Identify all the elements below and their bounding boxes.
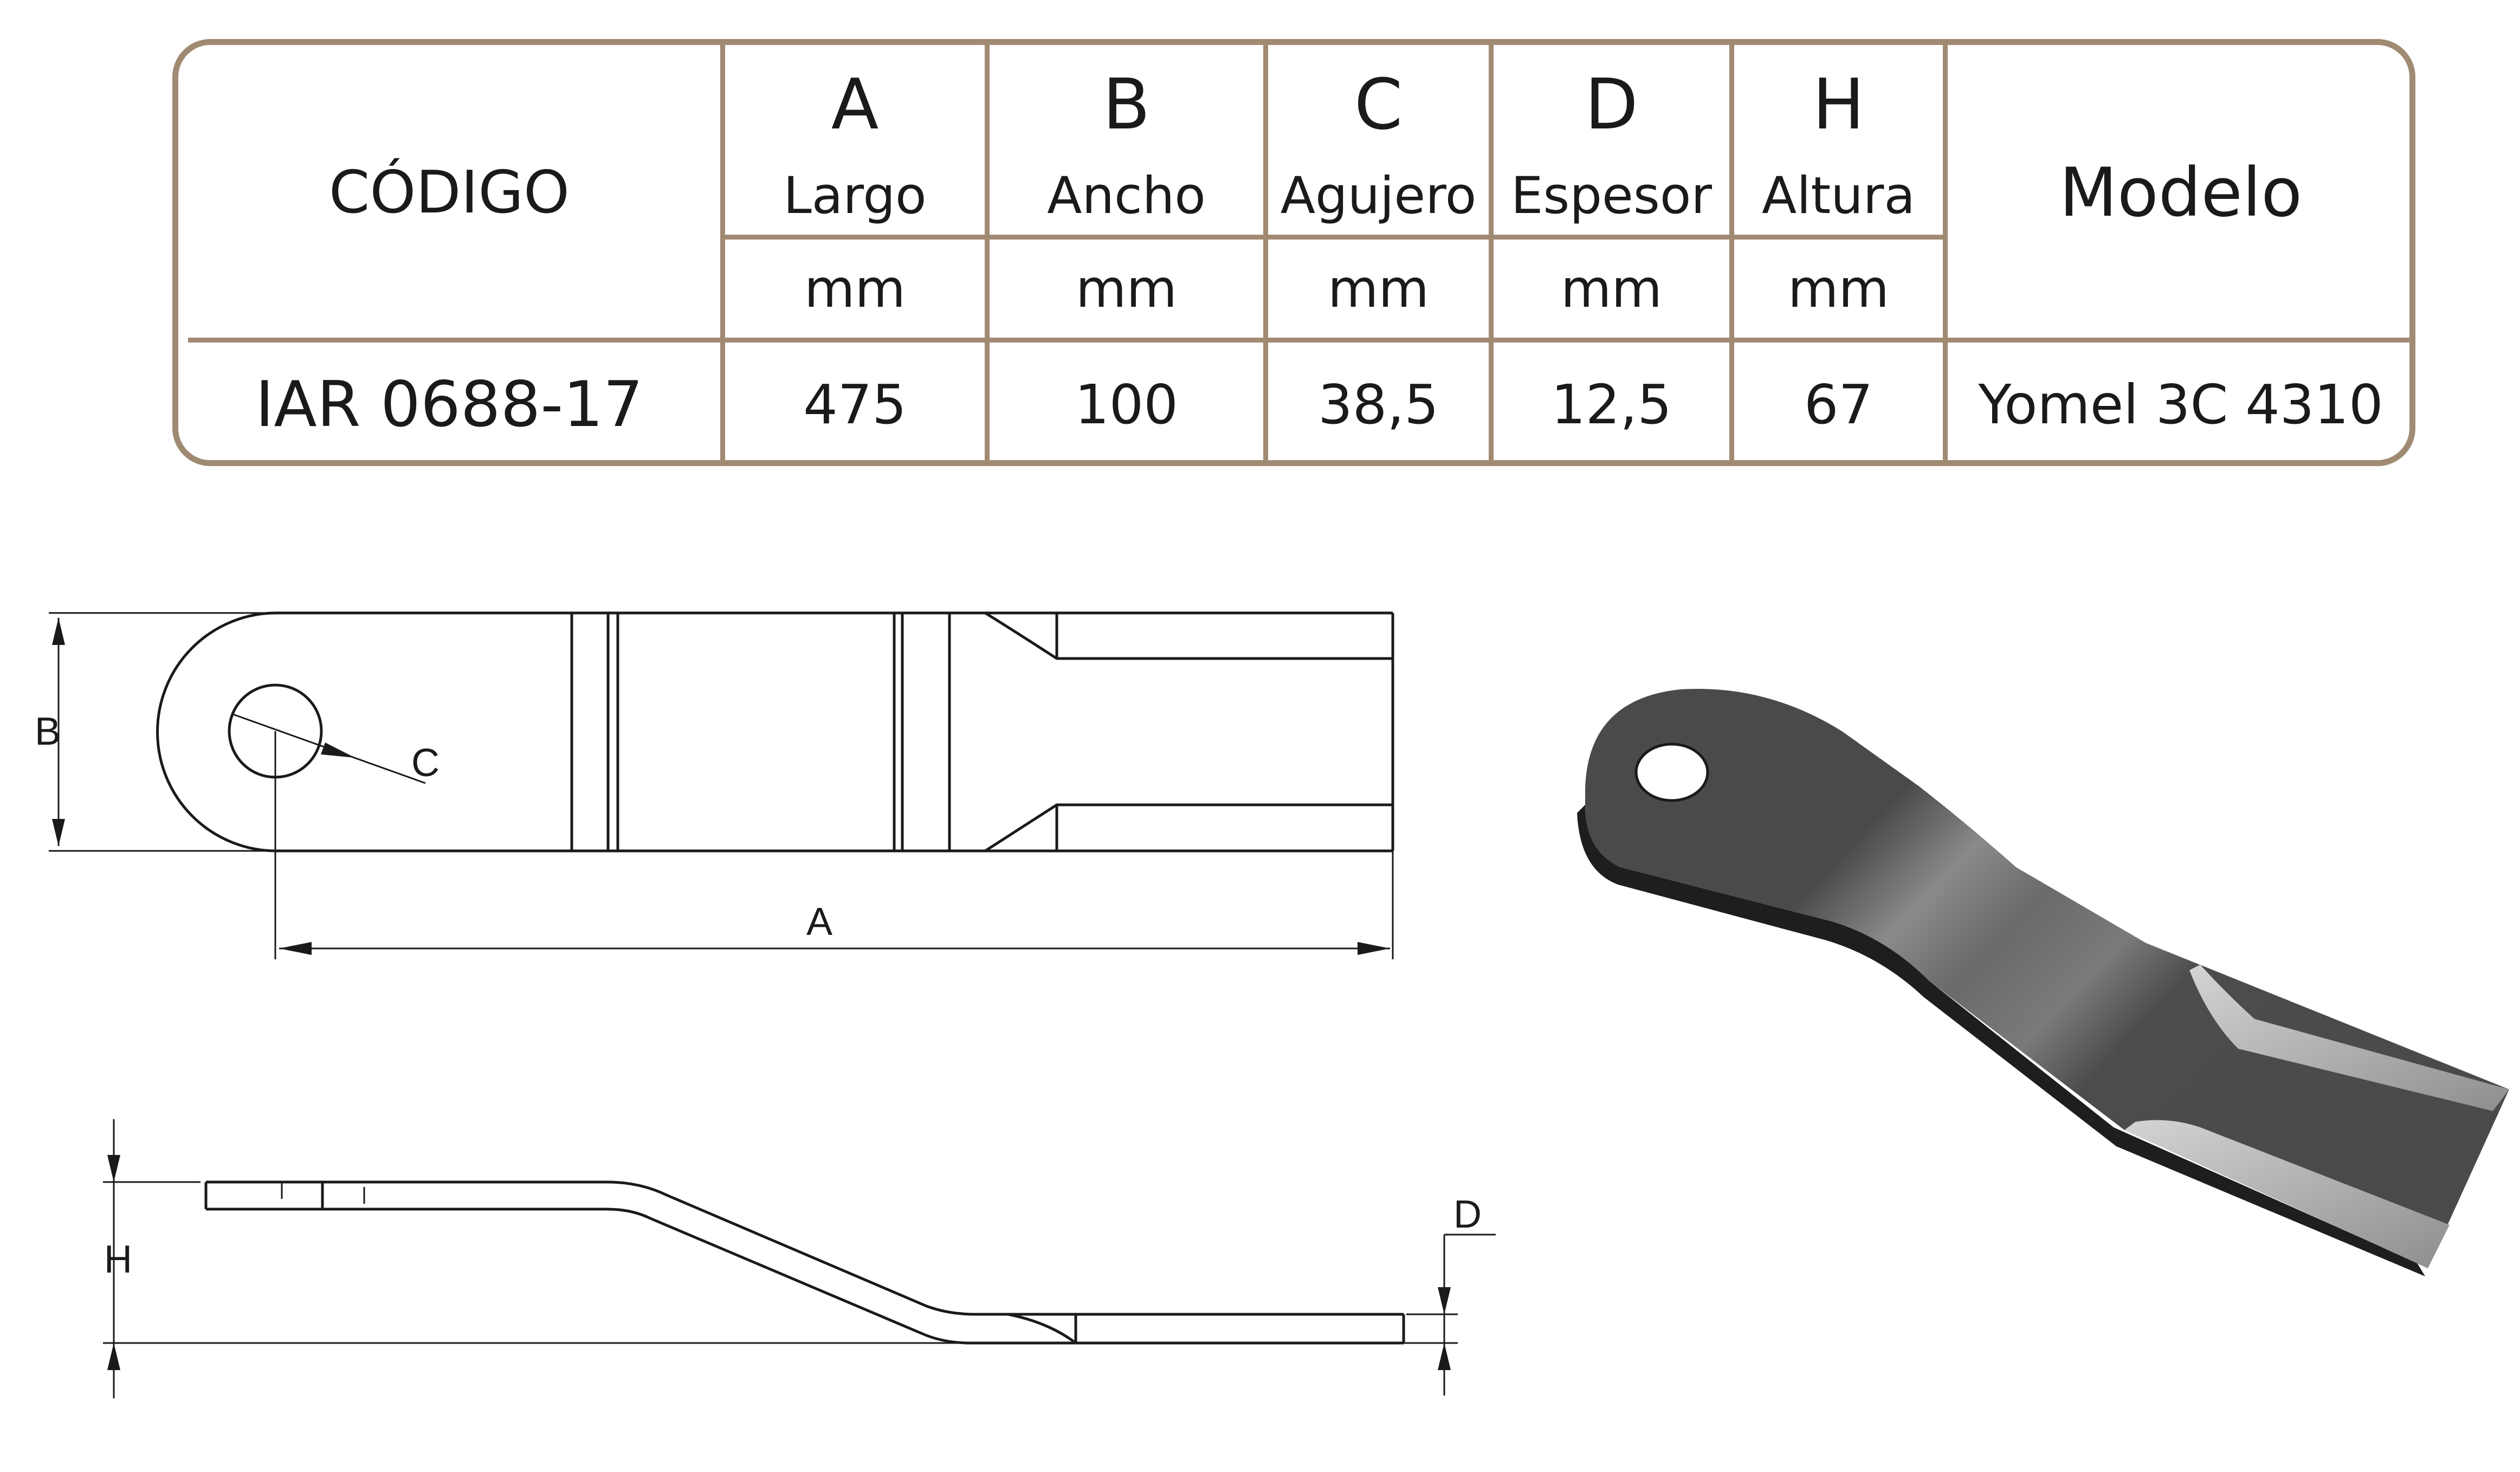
value-h: 67 [1804, 372, 1873, 436]
side-view-ticks [281, 1182, 365, 1204]
divider [985, 45, 990, 466]
label-a: A [806, 900, 832, 944]
blade-edge-bottom [984, 803, 1393, 853]
column-letter-a: A [831, 64, 879, 145]
column-unit-a: mm [804, 259, 906, 319]
column-name-d: Espesor [1511, 166, 1712, 225]
column-unit-b: mm [1075, 259, 1178, 319]
blade-thickness [1577, 805, 2425, 1276]
blade-3d-render [1577, 688, 2509, 1276]
dimension-arrows [107, 1155, 1451, 1370]
side-view-dimensions [103, 1119, 1496, 1398]
label-d: D [1453, 1193, 1482, 1236]
column-name-b: Ancho [1047, 166, 1206, 225]
code-value: IAR 0688-17 [255, 367, 643, 441]
column-letter-b: B [1102, 64, 1151, 145]
blade-bevel [2124, 1120, 2450, 1268]
top-view-drawing [156, 611, 1394, 853]
code-header: CÓDIGO [328, 159, 570, 227]
value-a: 475 [803, 372, 907, 436]
column-name-h: Altura [1761, 166, 1916, 225]
model-header: Modelo [2059, 153, 2303, 232]
label-c: C [411, 741, 440, 785]
model-value: Yomel 3C 4310 [1978, 372, 2383, 436]
divider [1729, 45, 1734, 466]
column-name-c: Agujero [1280, 166, 1477, 225]
side-view-outline-top [206, 1180, 1404, 1316]
side-view-outline-bottom [206, 1208, 1404, 1345]
value-d: 12,5 [1551, 372, 1672, 436]
column-letter-h: H [1812, 64, 1865, 145]
divider [1489, 45, 1494, 466]
column-letter-d: D [1585, 64, 1638, 145]
top-view-dimensions [49, 612, 1394, 959]
divider [1263, 45, 1268, 466]
hole-3d [1634, 743, 1709, 802]
column-unit-d: mm [1560, 259, 1663, 319]
side-view-drawing [204, 1180, 1405, 1345]
divider [1943, 45, 1948, 466]
column-unit-h: mm [1787, 259, 1890, 319]
blade-edge-top [984, 611, 1393, 660]
top-view-outline [156, 611, 1393, 853]
divider [720, 45, 725, 466]
column-letter-c: C [1354, 64, 1403, 145]
dimension-arrows [52, 618, 1390, 955]
blade-face [1585, 688, 2509, 1268]
divider [720, 235, 1948, 240]
divider [188, 338, 2410, 343]
spec-table: CÓDIGO A Largo mm B Ancho mm C Agujero m… [172, 39, 2415, 466]
value-c: 38,5 [1318, 372, 1439, 436]
label-b: B [35, 710, 61, 753]
label-h: H [104, 1238, 132, 1281]
column-name-a: Largo [783, 166, 927, 225]
column-unit-c: mm [1327, 259, 1430, 319]
value-b: 100 [1075, 372, 1178, 436]
blade-bevel [2189, 965, 2509, 1111]
